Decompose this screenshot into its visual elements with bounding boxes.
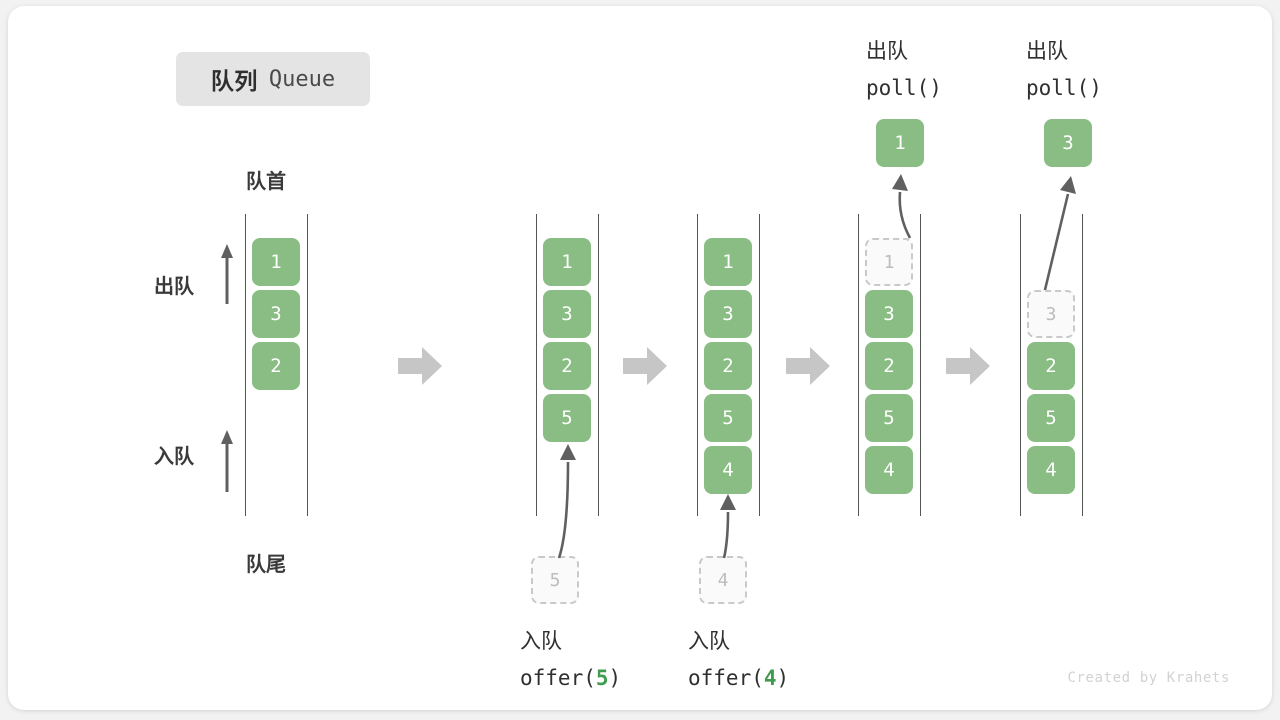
- diagram-card: 队列 Queue 队首 队尾 出队 入队 1 3 2: [8, 6, 1272, 710]
- operation-code: poll(): [1026, 76, 1102, 100]
- enqueue-arrow-icon: [557, 444, 576, 559]
- queue-slot: 5: [704, 394, 752, 442]
- enqueue-arrow-icon: [720, 494, 736, 559]
- step-arrow-icon: [786, 347, 830, 385]
- dequeue-direction-label: 出队: [154, 276, 194, 298]
- queue-slot: 4: [1027, 446, 1075, 494]
- queue-slot: 3: [252, 290, 300, 338]
- queue-slot: 2: [704, 342, 752, 390]
- operation-code: offer(4): [688, 666, 790, 690]
- operation-label-poll-3: 出队 poll(): [1026, 34, 1102, 106]
- rail-left: [536, 214, 537, 516]
- rail-left: [1020, 214, 1021, 516]
- dequeued-element: 3: [1044, 119, 1092, 167]
- step-arrow-icon: [398, 347, 442, 385]
- operation-name-cn: 入队: [688, 630, 730, 653]
- queue-slot: 5: [1027, 394, 1075, 442]
- queue-slot-new: 4: [704, 446, 752, 494]
- operation-label-poll-1: 出队 poll(): [866, 34, 942, 106]
- queue-slot: 5: [865, 394, 913, 442]
- queue-slot: 2: [1027, 342, 1075, 390]
- title-english: Queue: [268, 66, 336, 92]
- dequeue-direction-arrow-icon: [221, 244, 233, 304]
- enqueue-direction-arrow-icon: [221, 430, 233, 492]
- rail-right: [920, 214, 921, 516]
- queue-slot: 3: [865, 290, 913, 338]
- rail-right: [759, 214, 760, 516]
- queue-slot: 2: [865, 342, 913, 390]
- queue-slot: 2: [543, 342, 591, 390]
- queue-slot: 4: [865, 446, 913, 494]
- operation-label-offer-4: 入队 offer(4): [688, 624, 789, 696]
- step-arrow-icon: [623, 347, 667, 385]
- title-chinese: 队列: [210, 68, 258, 94]
- queue-tail-label: 队尾: [246, 554, 286, 576]
- dequeue-arrow-icon: [1042, 176, 1076, 295]
- enqueue-direction-label: 入队: [154, 446, 194, 468]
- queue-slot: 1: [543, 238, 591, 286]
- step-arrow-icon: [946, 347, 990, 385]
- dequeue-arrow-icon: [892, 174, 912, 239]
- operation-code: poll(): [866, 76, 942, 100]
- queue-slot-removed: 1: [865, 238, 913, 286]
- operation-name-cn: 出队: [866, 40, 908, 63]
- queue-slot: 1: [704, 238, 752, 286]
- queue-slot-removed: 3: [1027, 290, 1075, 338]
- operation-name-cn: 入队: [520, 630, 562, 653]
- rail-right: [1082, 214, 1083, 516]
- incoming-element-ghost: 5: [531, 556, 579, 604]
- queue-slot: 2: [252, 342, 300, 390]
- rail-right: [307, 214, 308, 516]
- queue-slot: 1: [252, 238, 300, 286]
- title-chip: 队列 Queue: [176, 52, 370, 106]
- queue-slot: 3: [543, 290, 591, 338]
- queue-slot: 3: [704, 290, 752, 338]
- rail-left: [858, 214, 859, 516]
- operation-code: offer(5): [520, 666, 622, 690]
- operation-name-cn: 出队: [1026, 40, 1068, 63]
- rail-left: [697, 214, 698, 516]
- watermark-credit: Created by Krahets: [1067, 670, 1230, 686]
- queue-slot-new: 5: [543, 394, 591, 442]
- operation-label-offer-5: 入队 offer(5): [520, 624, 621, 696]
- rail-right: [598, 214, 599, 516]
- dequeued-element: 1: [876, 119, 924, 167]
- rail-left: [245, 214, 246, 516]
- queue-head-label: 队首: [246, 171, 286, 193]
